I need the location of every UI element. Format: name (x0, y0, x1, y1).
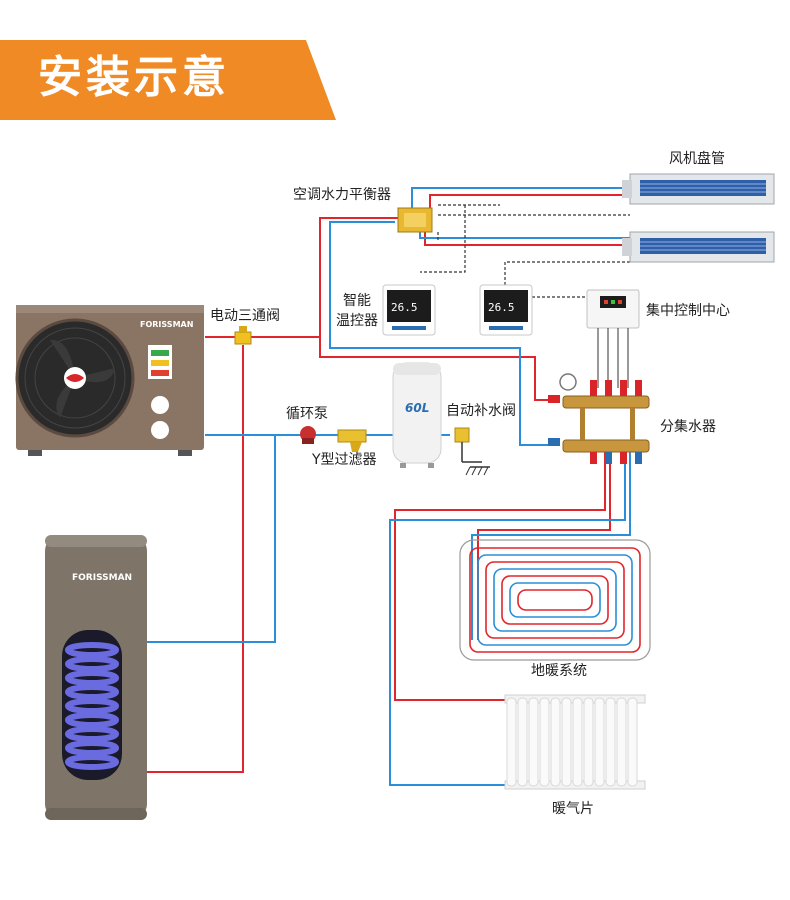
auto-fill-valve (454, 427, 490, 476)
supply-pipe-balancer-to-fancoil-bottom (424, 228, 630, 246)
label-floor-heating: 地暖系统 (531, 663, 587, 679)
label-manifold: 分集水器 (660, 419, 716, 435)
label-three-way-valve: 电动三通阀 (210, 308, 280, 324)
title-banner (0, 40, 336, 120)
expansion-tank: 60L (392, 362, 442, 468)
three-way-valve (234, 326, 252, 345)
floor-heating-coil (459, 539, 651, 661)
heat-pump-unit: FORISSMAN (15, 305, 204, 456)
label-fan-coil: 风机盘管 (669, 151, 725, 167)
thermostat-2: 26.5 (479, 284, 533, 336)
return-pipe-balancer-down (329, 221, 560, 446)
label-thermostat-line1: 智能 (343, 293, 371, 309)
manifold (548, 373, 650, 464)
return-pipe-from-fancoil-bottom (419, 232, 630, 239)
fan-coil-unit-1 (622, 173, 775, 205)
page-title: 安装示意 (38, 52, 230, 103)
supply-pipe-to-manifold (319, 337, 560, 401)
label-radiator: 暖气片 (552, 801, 594, 817)
thermostat-1: 26.5 (382, 284, 436, 336)
supply-pipe-balancer-to-fancoil-top (429, 194, 630, 210)
return-pipe-floor-loop (471, 450, 631, 640)
cert-badge-1 (151, 396, 169, 414)
label-auto-fill-valve: 自动补水阀 (446, 403, 516, 419)
label-thermostat-line2: 温控器 (336, 313, 378, 329)
return-pipe-from-floor (389, 450, 626, 786)
return-pipe-to-tank (145, 435, 276, 643)
return-pipe-from-fancoil-top (411, 187, 630, 212)
central-control-center (586, 289, 640, 388)
heat-pump-brand: FORISSMAN (140, 320, 193, 329)
supply-pipes (145, 194, 630, 773)
expansion-tank-badge: 60L (405, 401, 429, 415)
supply-pipe-to-balancer (205, 217, 405, 338)
water-storage-tank: FORISSMAN (45, 535, 147, 820)
y-filter (337, 429, 367, 452)
label-y-filter: Y型过滤器 (312, 452, 377, 468)
supply-pipe-to-floor-heating (394, 450, 606, 701)
supply-pipe-floor-loop (477, 450, 611, 640)
circulation-pump (300, 426, 316, 444)
pressure-gauge (559, 373, 577, 391)
label-balancer: 空调水力平衡器 (293, 187, 391, 203)
control-wires (420, 204, 630, 298)
fan-coil-unit-2 (622, 231, 775, 263)
thermostat-2-display: 26.5 (488, 301, 515, 314)
thermostat-1-display: 26.5 (391, 301, 418, 314)
supply-pipe-to-tank (145, 345, 244, 773)
label-control-center: 集中控制中心 (646, 303, 730, 319)
hydraulic-balancer (397, 207, 433, 233)
radiator (504, 694, 646, 790)
cert-badge-2 (151, 421, 169, 439)
tank-brand: FORISSMAN (72, 573, 132, 583)
label-pump: 循环泵 (286, 406, 328, 422)
tank-heat-coil (65, 642, 119, 770)
